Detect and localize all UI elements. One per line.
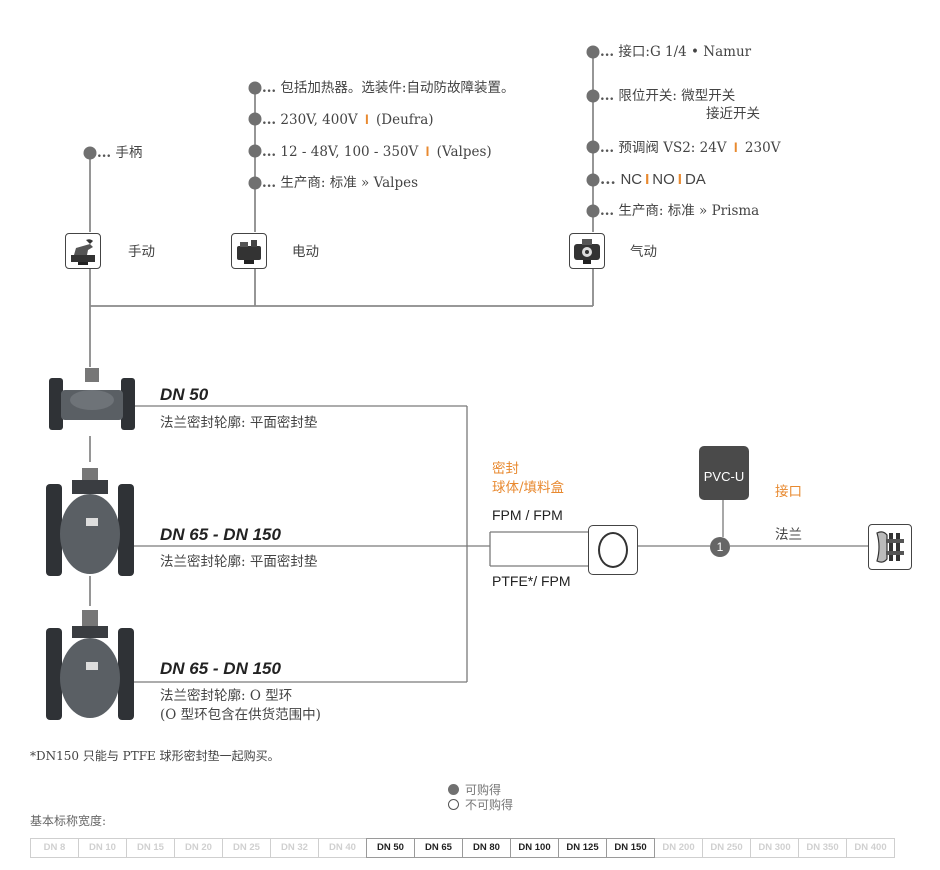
size-dn50: DN 50 (366, 838, 415, 858)
pneumatic-label: 气动 (630, 244, 657, 260)
size-dn150: DN 150 (606, 838, 655, 858)
size-dn40: DN 40 (318, 838, 367, 858)
manual-label: 手动 (128, 244, 155, 260)
ellipsis: ... (97, 145, 112, 161)
material-label: PVC-U (703, 469, 745, 484)
legend-available: 可购得 (448, 782, 501, 799)
separator-bar: I (645, 171, 650, 188)
size-dn25: DN 25 (222, 838, 271, 858)
option-text: 手柄 (115, 145, 143, 161)
seal-option-fpm: FPM / FPM (492, 507, 563, 523)
connection-heading: 接口 (775, 484, 802, 500)
size-dn8: DN 8 (30, 838, 79, 858)
size-dn250: DN 250 (702, 838, 751, 858)
valve-1-flange-profile: 法兰密封轮廓: 平面密封垫 (160, 415, 318, 431)
pneumatic-option-manufacturer: ... 生产商: 标准 » Prisma (600, 203, 760, 219)
valve-oring-image (46, 610, 134, 720)
size-dn200: DN 200 (654, 838, 703, 858)
separator-bar: I (677, 171, 682, 188)
electric-actuator-icon (231, 233, 267, 269)
valve-dn50-image (49, 368, 135, 430)
pneumatic-option-pilot-valve: ... 预调阀 VS2: 24V I 230V (600, 140, 781, 156)
size-dn15: DN 15 (126, 838, 175, 858)
seal-subheading: 球体/填料盒 (492, 480, 565, 496)
material-box: PVC-U (699, 446, 749, 500)
pneumatic-option-limit-switch-line2: 接近开关 (706, 106, 760, 122)
valve-2-flange-profile: 法兰密封轮廓: 平面密封垫 (160, 554, 318, 570)
hand-lever-icon (65, 233, 101, 269)
connection-type: 法兰 (775, 527, 802, 543)
separator-bar: I (733, 140, 738, 155)
option-dots (83, 45, 600, 218)
legend-unavailable: 不可购得 (448, 797, 513, 814)
size-dn80: DN 80 (462, 838, 511, 858)
size-dn10: DN 10 (78, 838, 127, 858)
o-ring-icon (588, 525, 638, 575)
electric-option-heater: ... 包括加热器。选装件:自动防故障装置。 (262, 80, 515, 96)
size-dn32: DN 32 (270, 838, 319, 858)
flange-icon (868, 524, 912, 570)
pneumatic-option-limit-switch: ... 限位开关: 微型开关 (600, 88, 736, 104)
electric-option-deufra: ... 230V, 400V I (Deufra) (262, 112, 434, 128)
valve-2-title: DN 65 - DN 150 (160, 525, 281, 544)
valve-1-title: DN 50 (160, 385, 209, 404)
size-dn400: DN 400 (846, 838, 895, 858)
separator-bar: I (364, 112, 369, 127)
sizes-heading: 基本标称宽度: (30, 814, 107, 828)
size-dn125: DN 125 (558, 838, 607, 858)
electric-option-valpes: ... 12 - 48V, 100 - 350V I (Valpes) (262, 144, 492, 160)
size-dn20: DN 20 (174, 838, 223, 858)
pneumatic-actuator-icon (569, 233, 605, 269)
valve-dn65-150-image (46, 468, 134, 576)
seal-heading: 密封 (492, 461, 519, 477)
valve-3-title: DN 65 - DN 150 (160, 659, 281, 678)
seal-option-ptfe: PTFE*/ FPM (492, 573, 571, 589)
electric-label: 电动 (292, 244, 319, 260)
manual-option-handle: ... 手柄 (97, 145, 142, 162)
size-dn65: DN 65 (414, 838, 463, 858)
electric-option-manufacturer: ... 生产商: 标准 » Valpes (262, 175, 419, 191)
valve-3-flange-profile: 法兰密封轮廓: O 型环 (160, 688, 293, 704)
size-dn350: DN 350 (798, 838, 847, 858)
separator-bar: I (425, 144, 430, 159)
nominal-size-bar: DN 8 DN 10 DN 15 DN 20 DN 25 DN 32 DN 40… (30, 838, 895, 858)
size-dn300: DN 300 (750, 838, 799, 858)
footnote: *DN150 只能与 PTFE 球形密封垫一起购买。 (30, 749, 280, 763)
connection-number-badge: 1 (710, 537, 730, 557)
valve-3-note: (O 型环包含在供货范围中) (160, 707, 321, 723)
pneumatic-option-interface: ... 接口:G 1/4 • Namur (600, 44, 752, 60)
hollow-dot-icon (448, 799, 459, 810)
size-dn100: DN 100 (510, 838, 559, 858)
filled-dot-icon (448, 784, 459, 795)
